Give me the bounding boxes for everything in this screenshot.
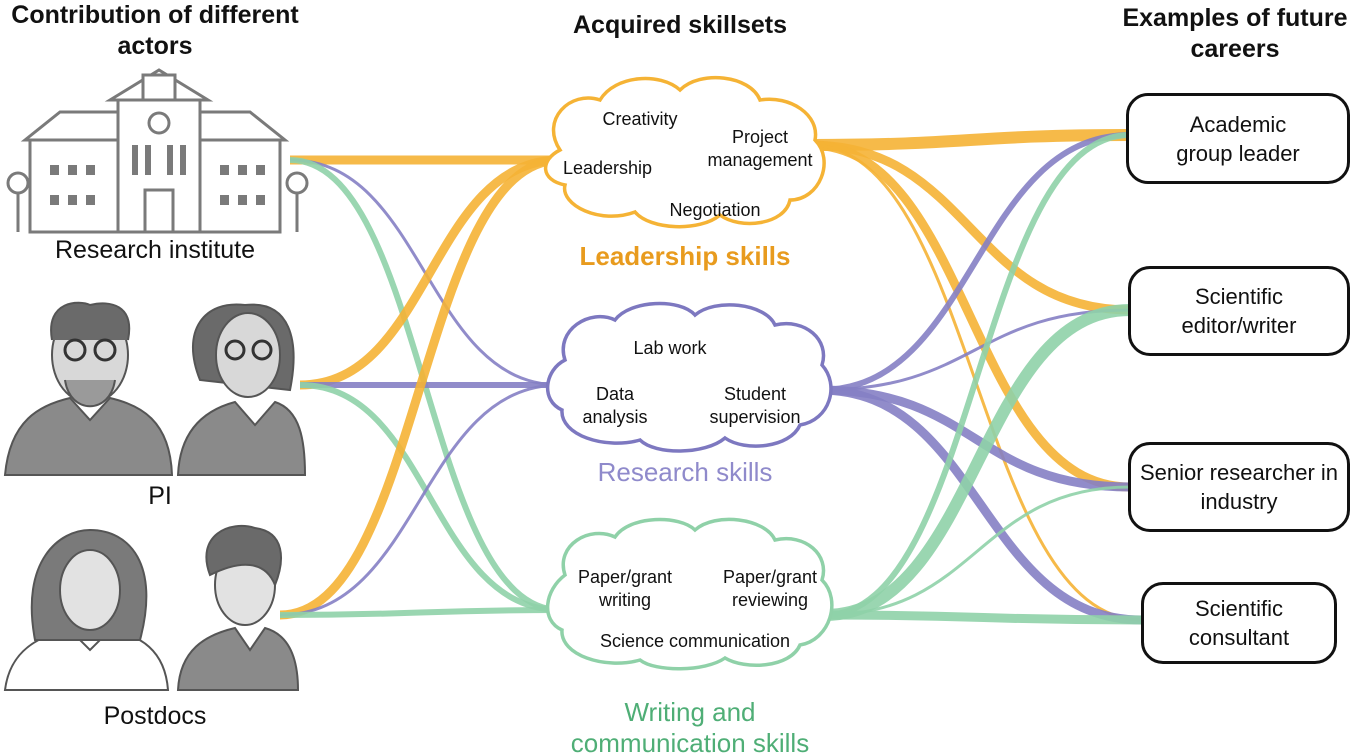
skill-item: Project management (707, 127, 813, 170)
link-writing-senior (824, 485, 1131, 617)
skill-item: Data analysis (582, 384, 648, 427)
career-consultant: Scientific consultant (1141, 582, 1337, 664)
link-leadership-senior (809, 140, 1131, 492)
skill-item: Paper/grant reviewing (722, 567, 818, 610)
skill-item: Paper/grant writing (577, 567, 673, 610)
link-research-consultant (819, 385, 1143, 625)
link-leadership-editor (809, 140, 1131, 315)
skill-item: Leadership (562, 158, 653, 178)
link-writing-consultant (824, 610, 1143, 625)
cloud-leadership (543, 76, 826, 229)
skill-item: Student supervision (709, 384, 801, 427)
cloud-writing (545, 517, 834, 671)
pi-portraits-icon (3, 301, 307, 476)
career-label: Scientific editor/writer (1181, 284, 1297, 338)
link-writing-academic (824, 132, 1131, 618)
career-academic: Academic group leader (1126, 93, 1350, 184)
header-skills: Acquired skillsets (573, 11, 787, 39)
cloud-research (545, 301, 833, 453)
skill-title-writing: Writing and communication skills (570, 697, 810, 755)
link-leadership-academic (809, 129, 1131, 151)
skill-item: Negotiation (669, 200, 761, 220)
skill-title-leadership: Leadership skills (579, 241, 791, 271)
link-research-academic (819, 132, 1131, 393)
link-pi-leadership (299, 155, 561, 390)
research-institute-building-icon (6, 68, 309, 234)
postdocs-portraits-icon (3, 524, 300, 691)
career-editor: Scientific editor/writer (1128, 266, 1350, 356)
link-research-editor (819, 308, 1131, 392)
career-label: Academic group leader (1176, 111, 1300, 166)
actor-label-institute: Research institute (54, 236, 256, 264)
link-research-senior (819, 385, 1131, 492)
skill-title-research: Research skills (597, 457, 773, 487)
career-label: Scientific consultant (1188, 596, 1290, 650)
link-writing-editor (824, 304, 1131, 621)
actor-label-pi: PI (148, 482, 172, 510)
header-actors: Contribution of different actors (11, 1, 299, 60)
link-postdocs-research (279, 383, 561, 617)
link-postdocs-writing (279, 607, 561, 618)
skill-item: Creativity (602, 109, 678, 129)
career-senior: Senior researcher in industry (1128, 442, 1350, 532)
actor-label-postdocs: Postdocs (103, 702, 207, 730)
header-careers: Examples of future careers (1122, 4, 1348, 63)
link-postdocs-leadership (279, 155, 561, 620)
skill-item: Lab work (633, 338, 707, 358)
skill-item: Science communication (599, 631, 791, 651)
link-pi-writing (299, 382, 561, 613)
career-label: Senior researcher in industry (1139, 460, 1339, 514)
